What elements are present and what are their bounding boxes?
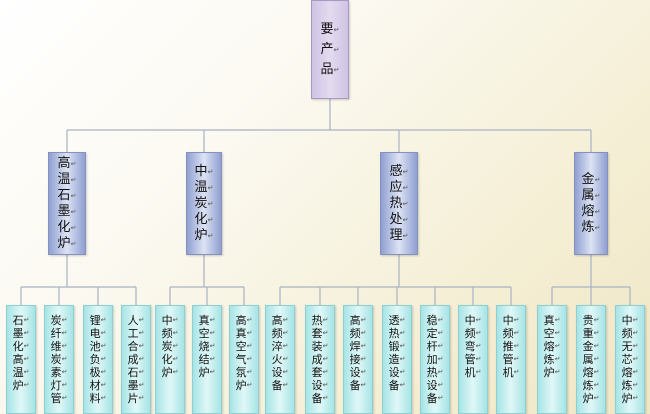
item-label: 真空熔炼炉	[544, 314, 561, 379]
category-label: 金属熔炼	[582, 172, 601, 236]
item-node: 高频焊接设备	[343, 305, 373, 414]
root-node: 要产品	[311, 0, 349, 99]
category-label: 高温石墨化炉	[58, 156, 77, 252]
item-label: 热套装成套设备	[312, 314, 329, 405]
item-label: 中频弯管机	[465, 314, 482, 379]
item-node: 真空烧结炉	[192, 305, 222, 414]
item-node: 中频炭化炉	[155, 305, 185, 414]
item-label: 透热锻造设备	[389, 314, 406, 392]
item-label: 真空烧结炉	[199, 314, 216, 379]
item-node: 高真空气氛炉	[229, 305, 259, 414]
item-node: 人工合成石墨片	[121, 305, 151, 414]
item-node: 高频淬火设备	[265, 305, 295, 414]
root-label: 要产品	[321, 20, 340, 80]
item-node: 稳定杆加热设备	[420, 305, 450, 414]
category-node: 感应热处理	[380, 152, 418, 255]
category-node: 高温石墨化炉	[48, 152, 86, 255]
item-node: 锂电池负极材料	[83, 305, 113, 414]
item-label: 稳定杆加热设备	[427, 314, 444, 405]
item-label: 锂电池负极材料	[90, 314, 107, 405]
category-label: 感应热处理	[390, 164, 409, 244]
item-node: 中频弯管机	[458, 305, 488, 414]
item-node: 真空熔炼炉	[537, 305, 567, 414]
item-label: 人工合成石墨片	[128, 314, 145, 405]
item-label: 高频焊接设备	[350, 314, 367, 392]
category-label: 中温炭化炉	[195, 164, 214, 244]
item-label: 中频无芯熔炼炉	[622, 314, 639, 405]
item-label: 炭纤维炭素灯管	[51, 314, 68, 405]
item-node: 炭纤维炭素灯管	[44, 305, 74, 414]
item-node: 透热锻造设备	[382, 305, 412, 414]
item-node: 贵重金属熔炼炉	[576, 305, 606, 414]
item-label: 石墨化高温炉	[13, 314, 30, 392]
item-node: 热套装成套设备	[305, 305, 335, 414]
category-node: 金属熔炼	[574, 152, 608, 255]
item-node: 中频无芯熔炼炉	[615, 305, 645, 414]
category-node: 中温炭化炉	[186, 152, 222, 255]
item-label: 中频推管机	[503, 314, 520, 379]
item-label: 高频淬火设备	[272, 314, 289, 392]
item-node: 中频推管机	[496, 305, 526, 414]
item-label: 高真空气氛炉	[236, 314, 253, 392]
item-node: 石墨化高温炉	[6, 305, 36, 414]
item-label: 中频炭化炉	[162, 314, 179, 379]
item-label: 贵重金属熔炼炉	[583, 314, 600, 405]
